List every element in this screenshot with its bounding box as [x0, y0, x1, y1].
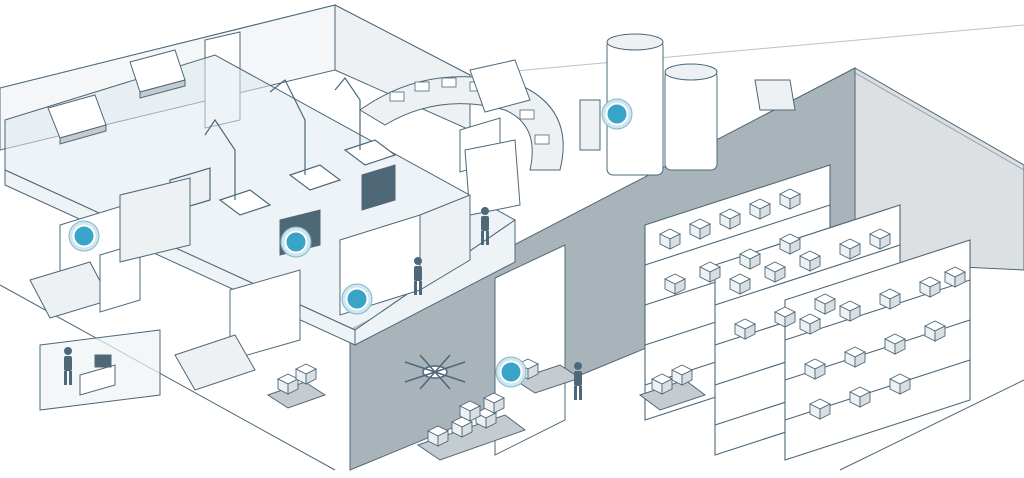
shelving-rack-icon: [644, 164, 971, 461]
hotspot-storage-tanks[interactable]: [601, 98, 633, 130]
conveyor-icon: [359, 59, 564, 216]
hotspot-drone-bay[interactable]: [495, 356, 527, 388]
drone-icon: [404, 354, 466, 390]
hotspot-press-line[interactable]: [341, 283, 373, 315]
hotspot-stacked-crate[interactable]: [280, 226, 312, 258]
hotspot-machine-left[interactable]: [68, 220, 100, 252]
overhead-duct-icon: [47, 49, 186, 145]
agv-cart-icon: [266, 358, 707, 461]
desk-computer-icon: [39, 329, 161, 411]
storage-tank-icon: [579, 33, 796, 176]
